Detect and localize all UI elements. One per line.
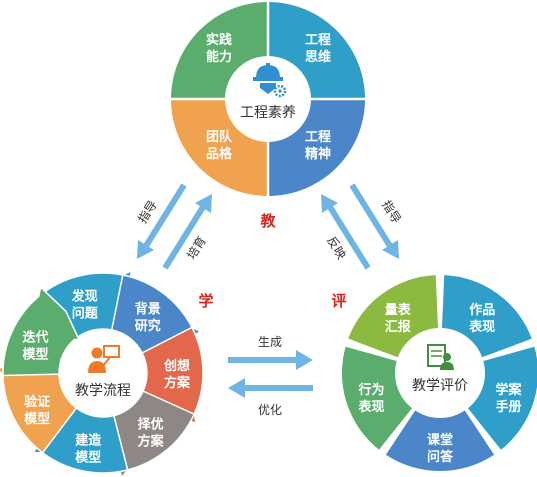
- label-work-performance-line1: 作品: [469, 302, 495, 318]
- label-thinking: 思维: [305, 49, 331, 65]
- segment-scale-report: [348, 275, 439, 358]
- evaluation-person-chart-icon: [427, 344, 454, 370]
- arrow-guide-down-right: [349, 183, 399, 259]
- engineering-literacy-circle: 实践 能力 工程 思维 工程 精神 团队 品格 工程素养: [171, 2, 365, 196]
- teaching-process-cycle: 发现问题背景研究创想方案择优方案建造模型验证模型迭代模型: [0, 269, 204, 477]
- segment-class-qa: [385, 410, 495, 471]
- label-select-solution-line1: 择优: [138, 417, 164, 433]
- label-ideate-solution-line1: 创想: [163, 358, 190, 374]
- center-label-engineering-literacy: 工程素养: [240, 105, 296, 121]
- label-behavior-performance-line1: 行为: [357, 382, 384, 398]
- engineer-helmet-gear-icon: [253, 63, 287, 98]
- segment-select-solution: [108, 390, 196, 477]
- label-ability: 能力: [206, 49, 232, 65]
- label-engineering-2: 工程: [305, 130, 331, 145]
- label-guide-right: 指导: [379, 197, 404, 225]
- label-class-qa-line1: 课堂: [427, 432, 453, 448]
- label-engineering-1: 工程: [305, 33, 331, 48]
- label-iterate-model-line2: 模型: [22, 347, 48, 363]
- label-character: 品格: [206, 146, 233, 162]
- label-background-research-line1: 背景: [135, 301, 161, 317]
- label-behavior-performance-line2: 表现: [357, 399, 384, 415]
- red-char-teach: 教: [259, 212, 276, 230]
- label-verify-model-line2: 模型: [24, 411, 50, 427]
- label-study-handbook-line2: 手册: [495, 399, 521, 415]
- label-scale-report-line1: 量表: [385, 302, 412, 318]
- segment-verify-model: [0, 362, 78, 454]
- segment-study-handbook: [468, 346, 537, 450]
- label-background-research-line2: 研究: [135, 318, 161, 334]
- arrow-optimize-left: [228, 378, 313, 398]
- arrow-cultivate-up-right: [162, 194, 212, 270]
- label-build-model-line1: 建造: [75, 433, 102, 449]
- label-generate: 生成: [258, 335, 282, 349]
- label-select-solution-line2: 方案: [138, 434, 165, 450]
- label-optimize: 优化: [258, 403, 282, 417]
- label-verify-model-line1: 验证: [24, 394, 50, 410]
- arrow-generate-right: [228, 350, 313, 370]
- label-iterate-model-line1: 迭代: [22, 330, 48, 346]
- segment-iterate-model: [2, 285, 81, 377]
- label-build-model-line2: 模型: [75, 450, 101, 466]
- arrow-reflect-up-left: [321, 194, 371, 270]
- red-char-evaluate: 评: [331, 292, 346, 310]
- label-scale-report-line2: 汇报: [385, 320, 412, 335]
- center-disc: [225, 56, 311, 142]
- teacher-presenting-icon: [88, 345, 120, 373]
- label-study-handbook-line1: 学案: [495, 382, 522, 398]
- center-label-teaching-evaluation: 教学评价: [412, 378, 468, 394]
- center-label-teaching-process: 教学流程: [75, 383, 131, 399]
- label-ideate-solution-line2: 方案: [164, 375, 191, 391]
- arrow-guide-down-left: [137, 183, 187, 259]
- label-find-problem-line2: 问题: [72, 305, 99, 321]
- segment-behavior-performance: [341, 346, 412, 450]
- label-find-problem-line1: 发现: [71, 288, 98, 304]
- label-reflect: 反映: [324, 234, 349, 262]
- label-work-performance-line2: 表现: [468, 319, 495, 335]
- red-char-learn: 学: [198, 292, 213, 310]
- label-guide-left: 指导: [134, 197, 159, 225]
- label-practice: 实践: [206, 32, 232, 48]
- label-class-qa-line2: 问答: [427, 449, 454, 465]
- label-spirit: 精神: [305, 146, 331, 162]
- label-team: 团队: [206, 130, 233, 145]
- segment-work-performance: [441, 275, 532, 358]
